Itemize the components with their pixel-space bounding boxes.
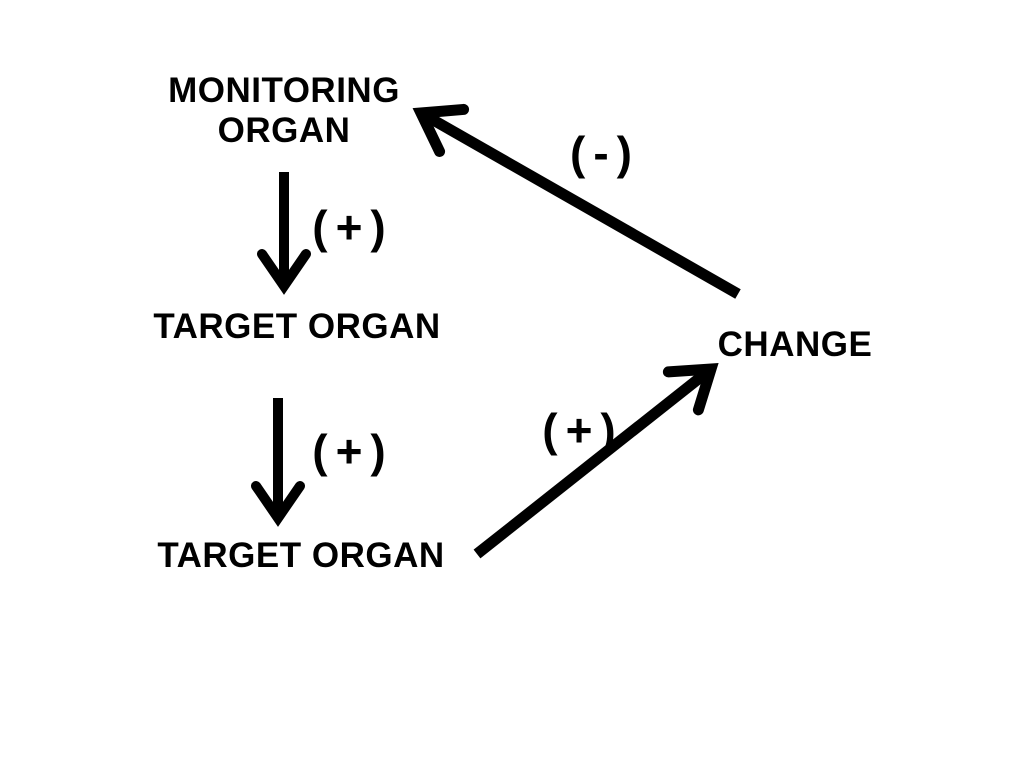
edge-sign-target1-to-target2: (+)	[312, 425, 394, 477]
arrow-change-to-monitoring	[412, 103, 741, 299]
node-change: CHANGE	[717, 325, 873, 364]
edge-sign-monitoring-to-target1: (+)	[312, 201, 394, 253]
arrow-target2-to-change	[473, 362, 719, 559]
node-target-organ-2: TARGET ORGAN	[157, 536, 445, 575]
node-monitoring-organ-line2: ORGAN	[217, 111, 351, 150]
node-monitoring-organ: MONITORING ORGAN	[168, 71, 400, 151]
edge-sign-target2-to-change: (+)	[542, 404, 624, 456]
node-monitoring-organ-line1: MONITORING	[168, 71, 400, 110]
node-target-organ-1: TARGET ORGAN	[153, 307, 441, 346]
edge-sign-change-to-monitoring: (-)	[570, 127, 640, 179]
